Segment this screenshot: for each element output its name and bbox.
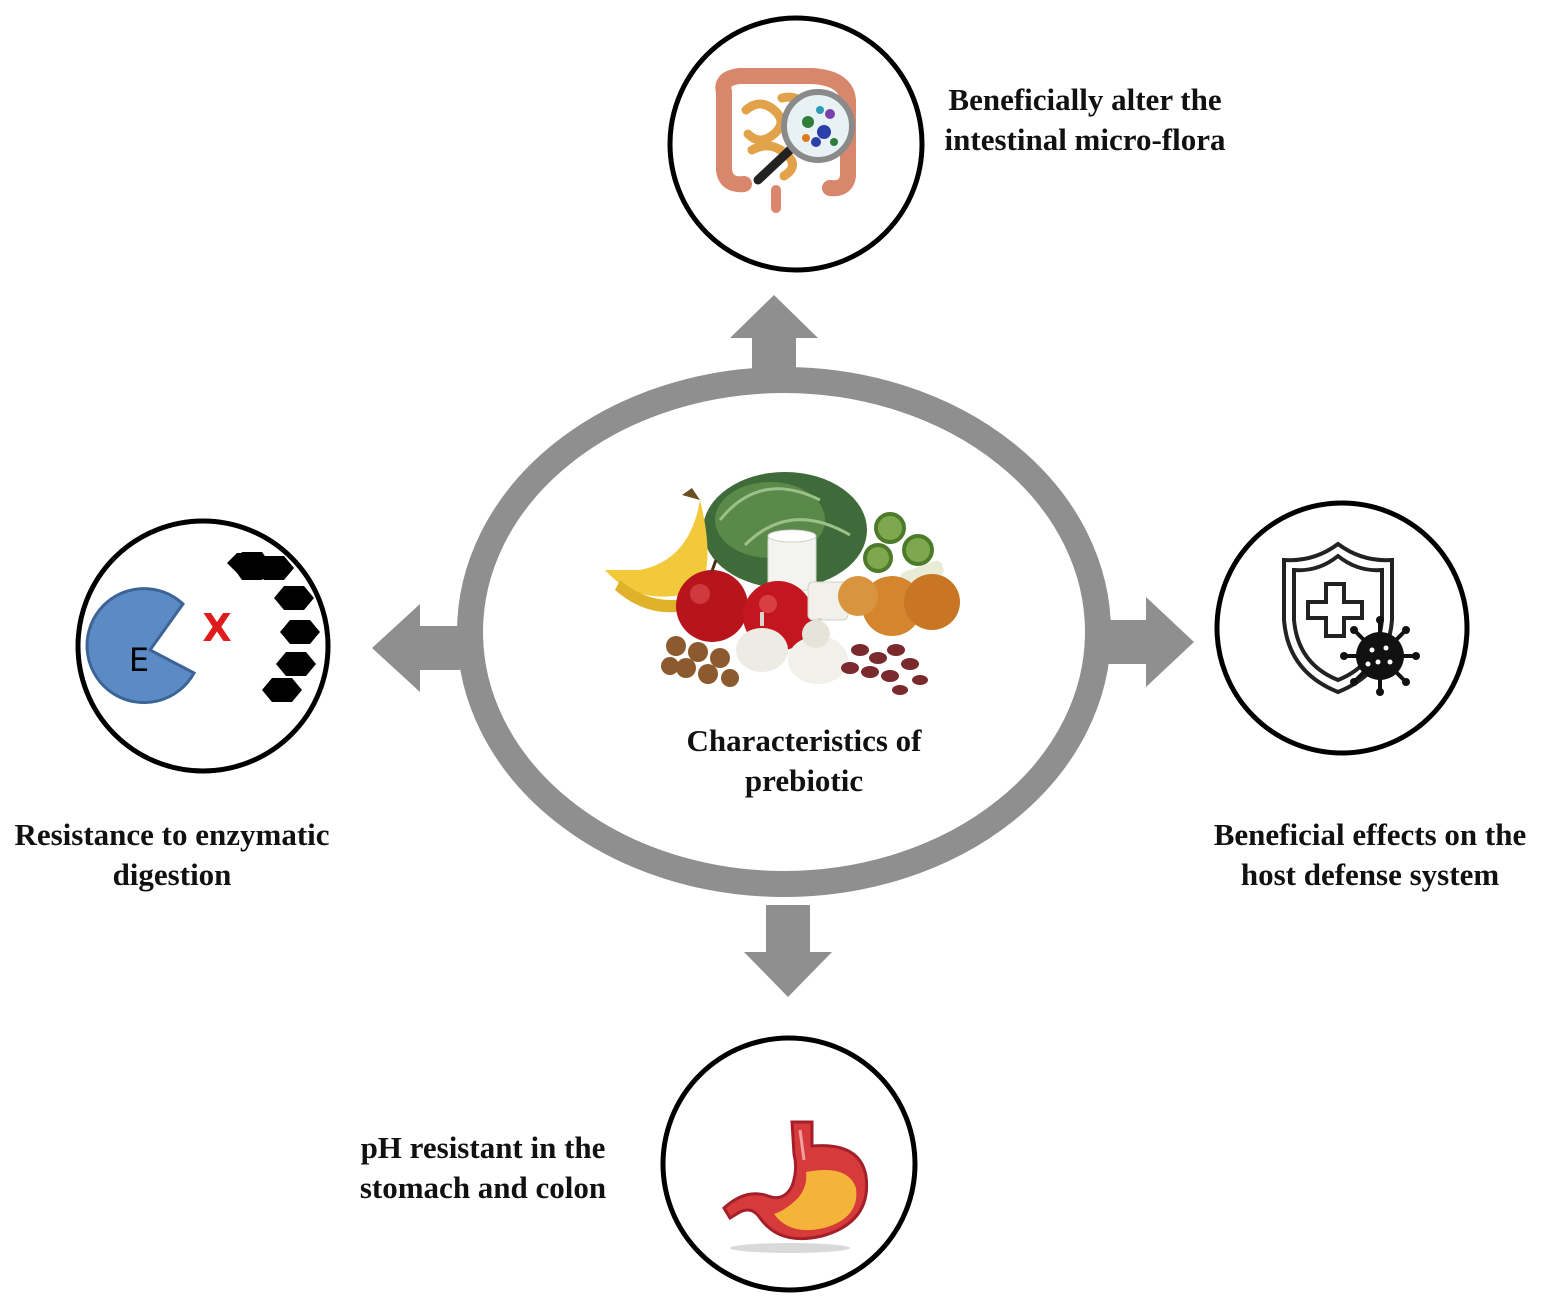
enzyme-shape: [85, 587, 197, 705]
node-top: [667, 15, 925, 273]
stomach-icon: [722, 1120, 869, 1253]
node-right: [1214, 500, 1470, 756]
label-top-line-1: Beneficially alter the: [948, 82, 1222, 117]
center-ring: [457, 367, 1111, 897]
enzyme-blocked-icon: [85, 552, 320, 705]
arrows: [372, 295, 1194, 997]
sugar-chain: [227, 552, 320, 702]
label-bottom: pH resistant in the stomach and colon: [320, 1128, 646, 1208]
label-left: Resistance to enzymatic digestion: [0, 815, 344, 895]
arrow-left: [372, 604, 460, 692]
enzyme-letter: E: [128, 641, 150, 679]
center-title-line-2: prebiotic: [744, 763, 864, 798]
virus-icon: [1340, 616, 1420, 696]
arrow-up: [730, 295, 818, 372]
block-mark: X: [202, 606, 232, 650]
label-right: Beneficial effects on the host defense s…: [1172, 815, 1542, 895]
label-top: Beneficially alter the intestinal micro-…: [900, 80, 1270, 160]
prebiotic-foods-illustration: [605, 472, 960, 695]
shield-virus-icon: [1282, 541, 1394, 695]
label-left-line-2: digestion: [112, 857, 232, 892]
intestine-magnifier-icon: [715, 68, 856, 213]
label-right-line-1: Beneficial effects on the: [1213, 817, 1527, 852]
label-left-line-1: Resistance to enzymatic: [14, 817, 330, 852]
node-bottom: [660, 1035, 918, 1293]
label-bottom-line-1: pH resistant in the: [360, 1130, 606, 1165]
label-right-line-2: host defense system: [1240, 857, 1500, 892]
label-top-line-2: intestinal micro-flora: [944, 122, 1226, 157]
arrow-right: [1108, 597, 1194, 687]
center-title-line-1: Characteristics of: [686, 723, 922, 758]
center-title: Characteristics of prebiotic: [604, 721, 1004, 801]
node-left: [75, 518, 331, 774]
arrow-down: [744, 905, 832, 997]
label-bottom-line-2: stomach and colon: [359, 1170, 607, 1205]
